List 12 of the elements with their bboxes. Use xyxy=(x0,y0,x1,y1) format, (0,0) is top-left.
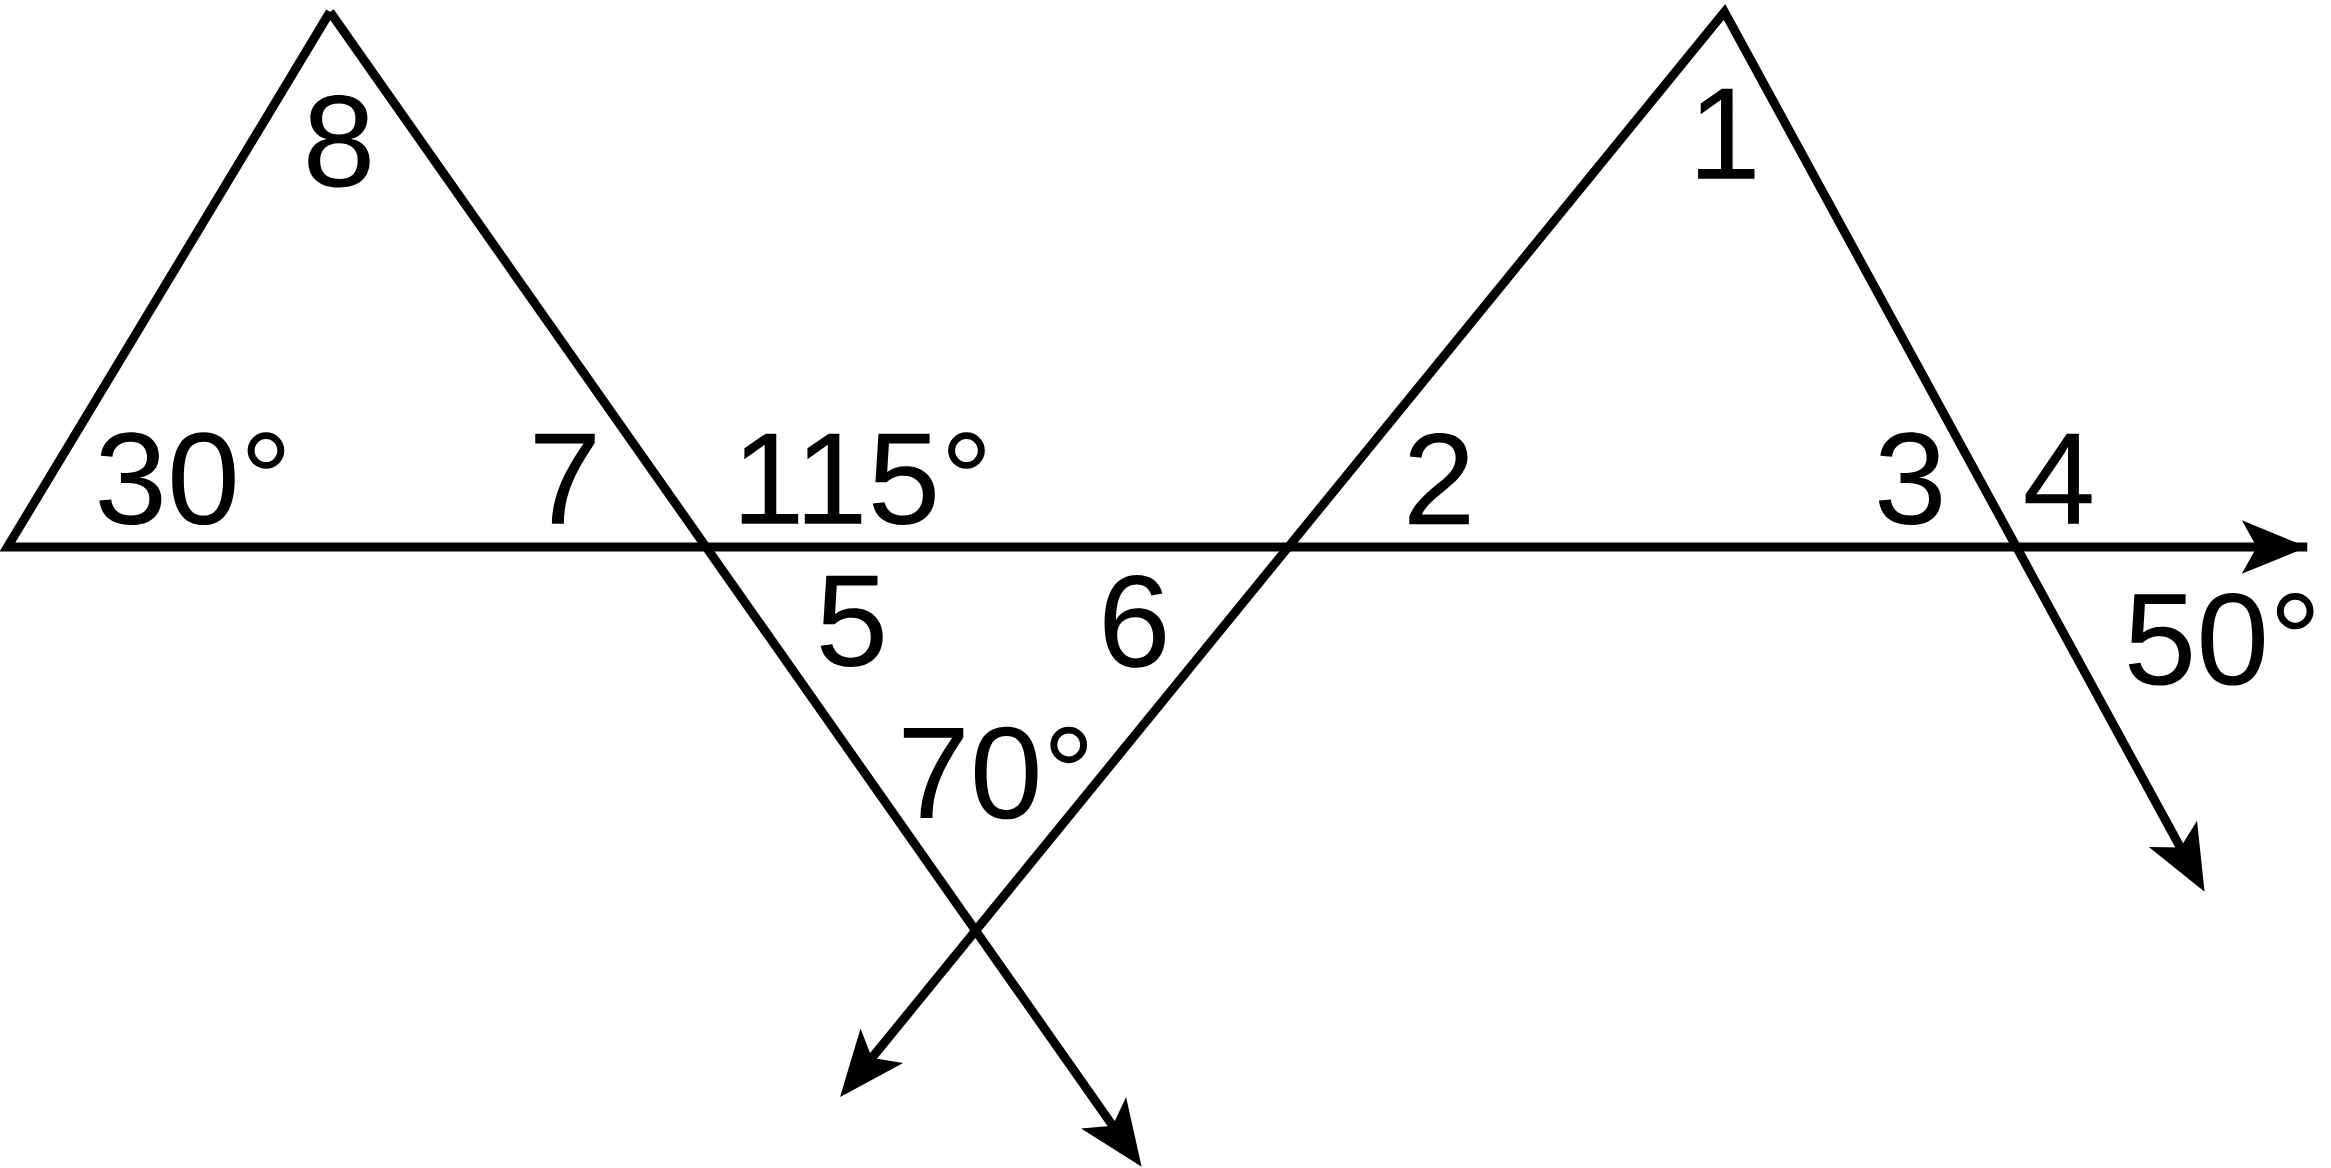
angle-label: 5 xyxy=(820,575,883,667)
angle-label: 115° xyxy=(741,432,985,525)
angle-label: 6 xyxy=(1104,574,1165,668)
angle-label: 1 xyxy=(1698,88,1755,179)
angle-label: 4 xyxy=(2025,433,2092,524)
angle-label: 7 xyxy=(535,433,595,524)
angle-label: 8 xyxy=(308,94,370,188)
angle-label: 3 xyxy=(1878,432,1941,525)
angle-label: 70° xyxy=(903,726,1088,820)
angle-label: 50° xyxy=(2128,592,2314,686)
angle-label: 30° xyxy=(99,432,285,525)
angle-label: 2 xyxy=(1409,432,1469,525)
